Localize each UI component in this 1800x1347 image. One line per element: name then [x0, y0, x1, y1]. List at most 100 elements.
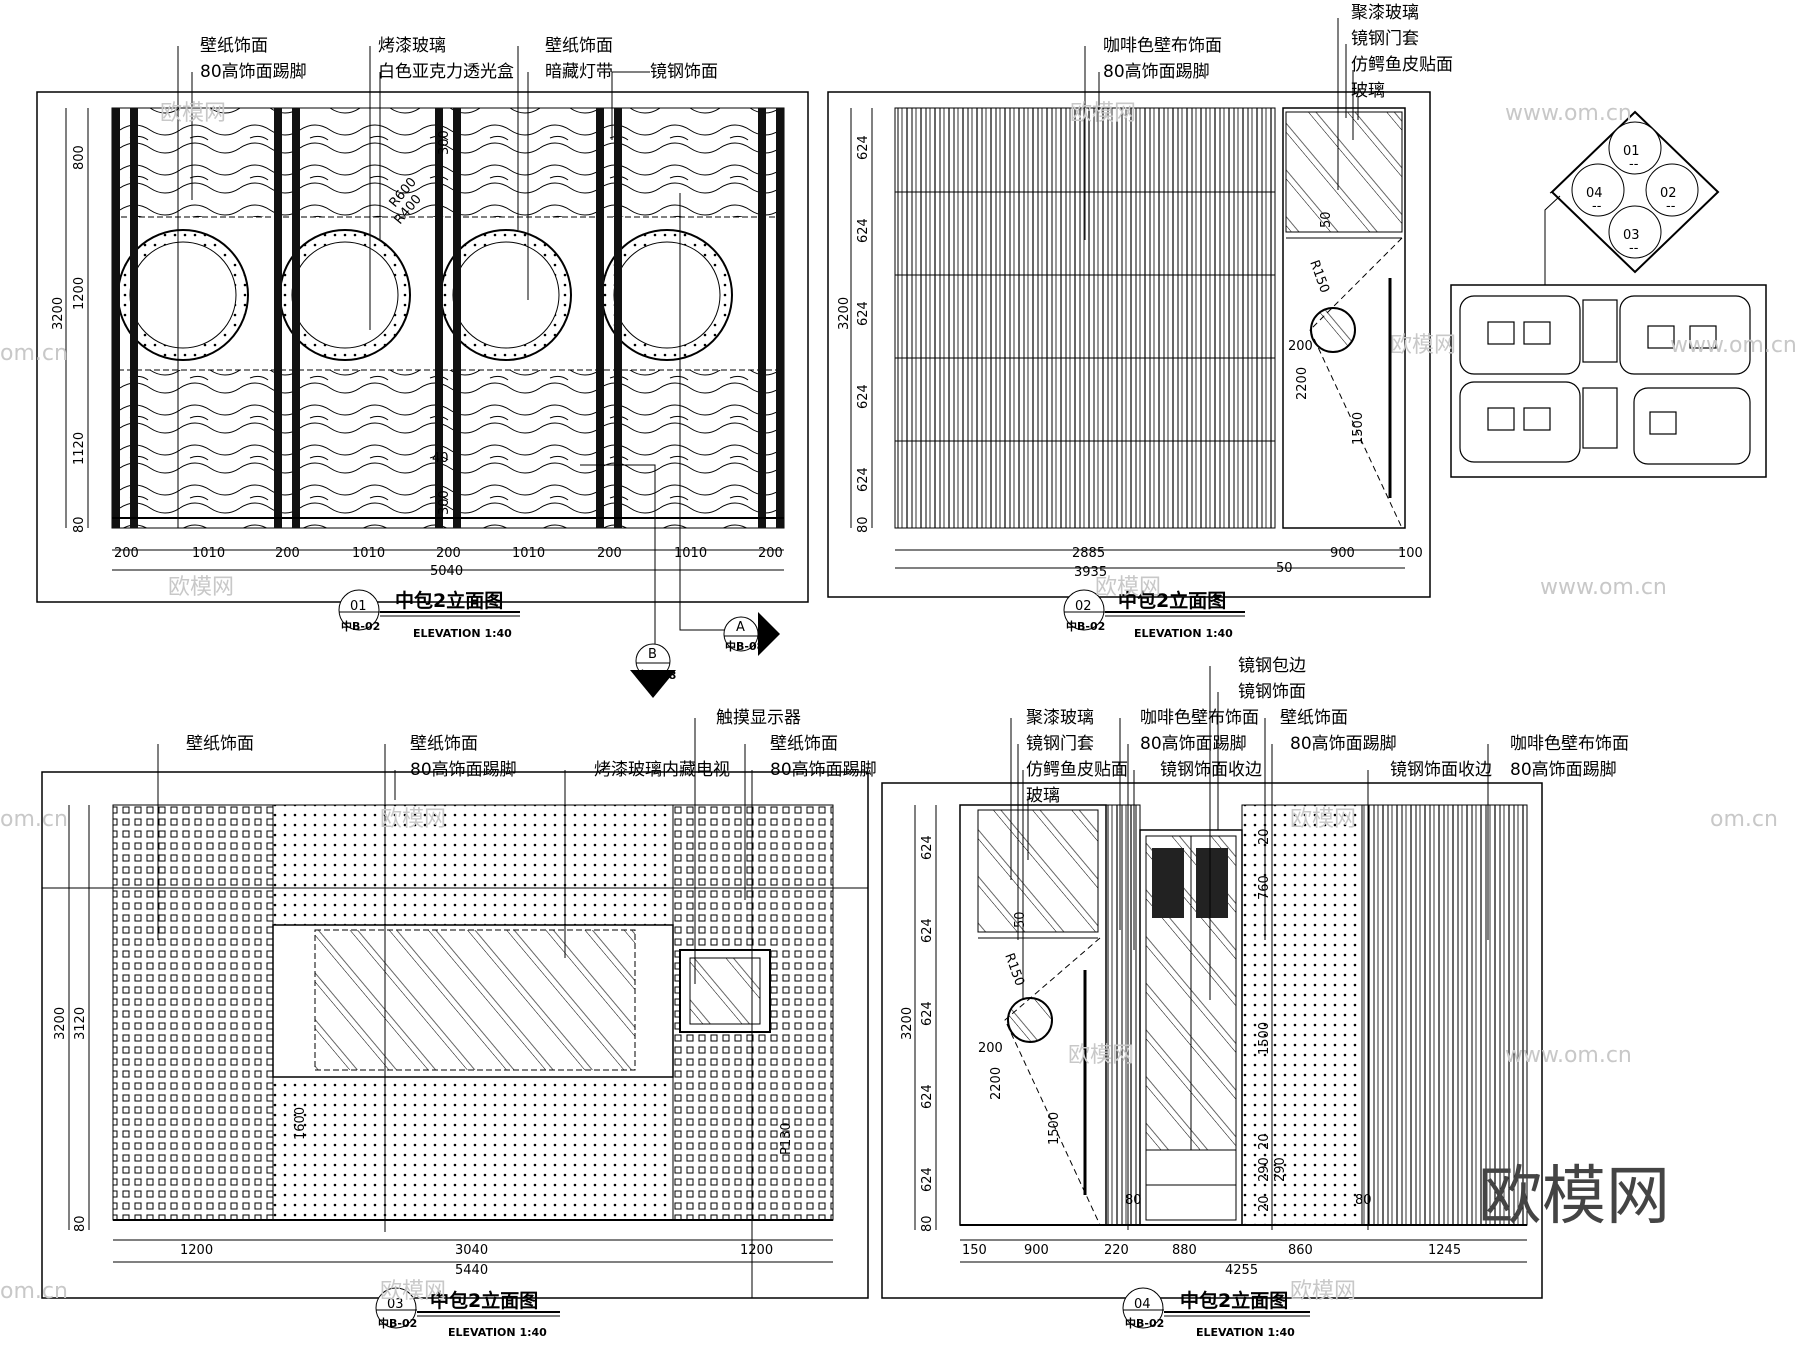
- label-04-2: 镜钢门套: [1026, 734, 1094, 754]
- wdim-02-2: 50: [1276, 561, 1293, 576]
- wdim-02-1: 2885: [1072, 546, 1105, 561]
- watermark-logo: 欧模网: [1478, 1160, 1670, 1234]
- label-02-5: 仿鳄鱼皮贴面: [1351, 55, 1453, 75]
- key-code-01: 01: [1623, 144, 1640, 159]
- label-04-4: 玻璃: [1026, 786, 1060, 806]
- label-03-6: 壁纸饰面: [770, 734, 838, 754]
- watermark-text: 欧模网: [160, 101, 226, 126]
- label-03-4: 烤漆玻璃内藏电视: [594, 760, 730, 780]
- key-plan: 01 02 03 04 -- -- -- --: [1450, 110, 1767, 478]
- elevation-02: 咖啡色壁布饰面 80高饰面踢脚 聚漆玻璃 镜钢门套 仿鳄鱼皮贴面 玻璃 3200…: [827, 3, 1453, 640]
- leader-lines-01: [177, 46, 650, 528]
- sheet-04: 中B-02: [1125, 1316, 1164, 1330]
- label-02-4: 镜钢门套: [1351, 29, 1419, 49]
- wdim-04-6: 1245: [1428, 1243, 1461, 1258]
- note-02-3: 200: [1288, 339, 1313, 354]
- note-01-4: 300: [437, 490, 452, 515]
- subtitle-04: ELEVATION 1:40: [1196, 1326, 1295, 1339]
- label-04-9: 镜钢饰面: [1238, 682, 1306, 702]
- watermark-text: 欧模网: [1070, 101, 1136, 126]
- subtitle-03: ELEVATION 1:40: [448, 1326, 547, 1339]
- label-01-6: 暗藏灯带: [545, 62, 613, 82]
- note-03-1: 1600: [293, 1107, 308, 1140]
- note-01-5: 40: [432, 451, 449, 466]
- watermark-url: om.cn: [1710, 807, 1778, 832]
- note-04-11: 290: [1273, 1157, 1288, 1182]
- hdim-04-2: 624: [920, 918, 935, 943]
- label-04-7: 镜钢饰面收边: [1160, 760, 1262, 780]
- watermark-text: 欧模网: [1095, 575, 1161, 600]
- callout-b-sheet: 中B-08: [637, 668, 676, 682]
- watermark-url: www.om.cn: [1540, 575, 1667, 600]
- total-height-02: 3200: [837, 297, 852, 330]
- note-02-1: 50: [1319, 211, 1334, 228]
- label-02-2: 80高饰面踢脚: [1103, 62, 1210, 82]
- label-04-14: 80高饰面踢脚: [1510, 760, 1617, 780]
- wdim-04-5: 860: [1288, 1243, 1313, 1258]
- title-block-04: [1122, 1287, 1310, 1329]
- num-04: 04: [1134, 1297, 1151, 1312]
- leader-lines-02: [1084, 18, 1359, 240]
- wdim-04-3: 220: [1104, 1243, 1129, 1258]
- wdim-01-8: 1010: [674, 546, 707, 561]
- watermark-text: 欧模网: [1290, 1279, 1356, 1304]
- subtitle-02: ELEVATION 1:40: [1134, 627, 1233, 640]
- label-02-3: 聚漆玻璃: [1351, 3, 1419, 23]
- title-04: 中包2立面图: [1180, 1289, 1288, 1312]
- key-code-03: 03: [1623, 228, 1640, 243]
- hdim-03-1: 3120: [73, 1007, 88, 1040]
- hdim-04-4: 624: [920, 1084, 935, 1109]
- wdim-01-4: 1010: [352, 546, 385, 561]
- key-code-02: 02: [1660, 186, 1677, 201]
- callout-a-letter: A: [736, 620, 745, 635]
- label-04-1: 聚漆玻璃: [1026, 708, 1094, 728]
- note-04-13: 80: [1125, 1193, 1142, 1208]
- label-03-3: 80高饰面踢脚: [410, 760, 517, 780]
- watermark-url: www.om.cn: [1505, 1043, 1632, 1068]
- wdim-03-1: 1200: [180, 1243, 213, 1258]
- wdim-01-6: 1010: [512, 546, 545, 561]
- watermark-text: 欧模网: [380, 1279, 446, 1304]
- sheet-02: 中B-02: [1066, 619, 1105, 633]
- leader-lines-03: [157, 718, 753, 1298]
- label-04-8: 镜钢包边: [1238, 656, 1306, 676]
- label-04-5: 咖啡色壁布饰面: [1140, 708, 1259, 728]
- leader-lines-04: [1010, 666, 1489, 1230]
- watermark-text: 欧模网: [1290, 807, 1356, 832]
- key-dash-1: --: [1629, 157, 1639, 172]
- label-04-3: 仿鳄鱼皮贴面: [1026, 760, 1128, 780]
- note-04-1: 50: [1013, 911, 1028, 928]
- label-01-1: 壁纸饰面: [200, 36, 268, 56]
- total-width-03: 5440: [455, 1263, 488, 1278]
- hdim-04-3: 624: [920, 1001, 935, 1026]
- section-callout-b: [580, 464, 676, 698]
- watermark-text: 欧模网: [1390, 333, 1456, 358]
- label-03-2: 壁纸饰面: [410, 734, 478, 754]
- watermark-url: om.cn: [0, 807, 68, 832]
- wdim-01-1: 200: [114, 546, 139, 561]
- title-02: 中包2立面图: [1118, 589, 1226, 612]
- hdim-04-5: 624: [920, 1167, 935, 1192]
- hdim-01-2: 1200: [72, 277, 87, 310]
- height-dims-01: [65, 108, 89, 528]
- wdim-01-2: 1010: [192, 546, 225, 561]
- label-04-10: 壁纸饰面: [1280, 708, 1348, 728]
- label-03-5: 触摸显示器: [716, 708, 801, 728]
- hdim-02-3: 624: [856, 301, 871, 326]
- circle-panels: [111, 216, 785, 371]
- note-02-4: 2200: [1295, 367, 1310, 400]
- section-callout-a: [679, 193, 780, 656]
- wdim-02-4: 100: [1398, 546, 1423, 561]
- title-01: 中包2立面图: [395, 589, 503, 612]
- note-01-3: 300: [437, 130, 452, 155]
- wdim-04-4: 880: [1172, 1243, 1197, 1258]
- key-dash-4: --: [1592, 199, 1602, 214]
- label-04-11: 80高饰面踢脚: [1290, 734, 1397, 754]
- callout-b-letter: B: [648, 647, 657, 662]
- watermark-url: www.om.cn: [1505, 101, 1632, 126]
- note-04-7: 760: [1257, 875, 1272, 900]
- elevation-01: 壁纸饰面 80高饰面踢脚 烤漆玻璃 白色亚克力透光盒 壁纸饰面 暗藏灯带 镜钢饰…: [36, 36, 809, 698]
- width-dims-01: [112, 549, 784, 571]
- hdim-01-1: 800: [72, 145, 87, 170]
